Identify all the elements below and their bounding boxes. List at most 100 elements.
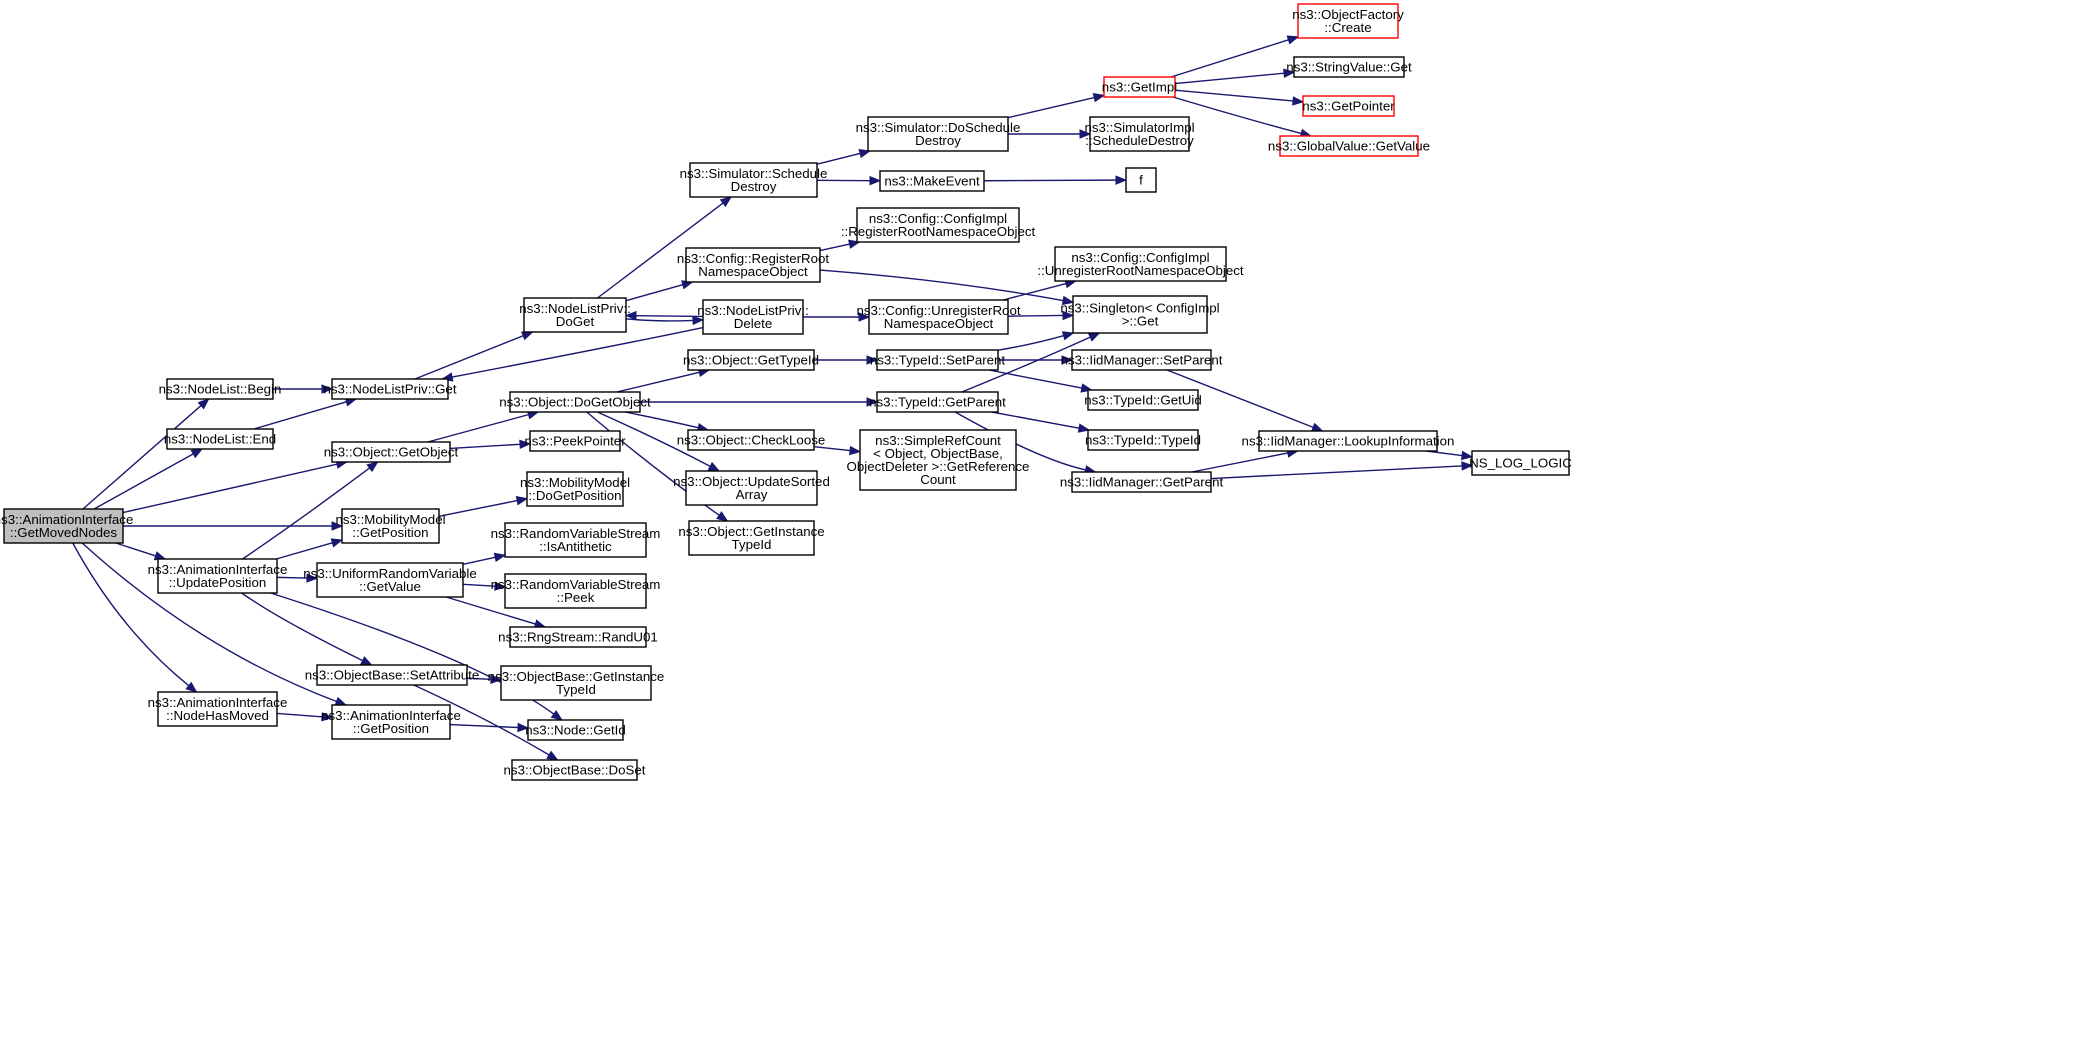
node-rvspeek[interactable]: ns3::RandomVariableStream::Peek: [491, 573, 661, 609]
node-box[interactable]: [500, 665, 652, 701]
node-box[interactable]: [316, 664, 468, 686]
node-box[interactable]: [331, 704, 451, 740]
node-box[interactable]: [876, 391, 999, 413]
node-box[interactable]: [867, 116, 1009, 152]
node-cfgunreg[interactable]: ns3::Config::UnregisterRootNamespaceObje…: [856, 299, 1021, 335]
node-iidsetp[interactable]: ns3::IidManager::SetParent: [1061, 349, 1223, 371]
node-tidgetuid[interactable]: ns3::TypeId::GetUid: [1084, 389, 1202, 411]
node-box[interactable]: [1071, 349, 1212, 371]
node-box[interactable]: [876, 349, 999, 371]
node-box[interactable]: [1054, 246, 1227, 282]
node-nlpget[interactable]: ns3::NodeListPriv::Get: [323, 378, 457, 400]
node-box[interactable]: [1302, 95, 1395, 117]
node-box[interactable]: [157, 691, 278, 727]
node-box[interactable]: [529, 430, 621, 452]
node-box[interactable]: [1087, 389, 1199, 411]
node-box[interactable]: [504, 522, 647, 558]
node-box[interactable]: [316, 562, 464, 598]
node-box[interactable]: [3, 508, 124, 544]
node-box[interactable]: [689, 162, 818, 198]
node-box[interactable]: [509, 626, 647, 648]
node-objfac[interactable]: ns3::ObjectFactory::Create: [1292, 3, 1404, 39]
node-box[interactable]: [1125, 167, 1157, 193]
node-mmdoget[interactable]: ns3::MobilityModel::DoGetPosition: [520, 471, 630, 507]
node-strget[interactable]: ns3::StringValue::Get: [1286, 56, 1412, 78]
node-singleton[interactable]: ns3::Singleton< ConfigImpl>::Get: [1060, 295, 1220, 334]
node-box[interactable]: [879, 170, 985, 192]
node-box[interactable]: [868, 299, 1009, 335]
node-aihas[interactable]: ns3::AnimationInterface::NodeHasMoved: [148, 691, 288, 727]
node-objcheck[interactable]: ns3::Object::CheckLoose: [677, 429, 826, 451]
node-tidtid[interactable]: ns3::TypeId::TypeId: [1085, 429, 1201, 451]
node-box[interactable]: [527, 719, 624, 741]
node-aigetpos[interactable]: ns3::AnimationInterface::GetPosition: [321, 704, 461, 740]
node-obdoset[interactable]: ns3::ObjectBase::DoSet: [504, 759, 646, 781]
node-box[interactable]: [687, 429, 815, 451]
node-box[interactable]: [523, 297, 627, 333]
node-tidsetp[interactable]: ns3::TypeId::SetParent: [870, 349, 1006, 371]
node-box[interactable]: [166, 378, 274, 400]
node-gvget[interactable]: ns3::GlobalValue::GetValue: [1268, 135, 1430, 157]
node-objdoget[interactable]: ns3::Object::DoGetObject: [499, 391, 651, 413]
node-objget[interactable]: ns3::Object::GetObject: [324, 441, 459, 463]
node-box[interactable]: [688, 520, 815, 556]
node-box[interactable]: [1293, 56, 1405, 78]
node-box[interactable]: [1258, 430, 1438, 452]
node-box[interactable]: [1071, 471, 1212, 493]
node-box[interactable]: [157, 558, 278, 594]
node-cfgimplunreg[interactable]: ns3::Config::ConfigImpl::UnregisterRootN…: [1037, 246, 1244, 282]
node-box[interactable]: [1297, 3, 1399, 39]
node-nslog[interactable]: NS_LOG_LOGIC: [1469, 450, 1572, 476]
node-mmgetpos[interactable]: ns3::MobilityModel::GetPosition: [335, 508, 446, 544]
node-nlbegin[interactable]: ns3::NodeList::Begin: [159, 378, 282, 400]
node-box[interactable]: [509, 391, 641, 413]
node-iidlookup[interactable]: ns3::IidManager::LookupInformation: [1242, 430, 1455, 452]
node-getimpl[interactable]: ns3::GetImpl: [1102, 76, 1177, 98]
node-objgettid[interactable]: ns3::Object::GetTypeId: [683, 349, 819, 371]
node-box[interactable]: [331, 441, 451, 463]
node-nlend[interactable]: ns3::NodeList::End: [164, 428, 276, 450]
node-box[interactable]: [1471, 450, 1570, 476]
node-iidgetp[interactable]: ns3::IidManager::GetParent: [1060, 471, 1224, 493]
node-box[interactable]: [856, 207, 1020, 243]
node-getptr[interactable]: ns3::GetPointer: [1302, 95, 1395, 117]
node-box[interactable]: [687, 349, 815, 371]
node-simimplsd[interactable]: ns3::SimulatorImpl::ScheduleDestroy: [1084, 116, 1195, 152]
node-aiupd[interactable]: ns3::AnimationInterface::UpdatePosition: [148, 558, 288, 594]
node-cfgimplreg[interactable]: ns3::Config::ConfigImpl::RegisterRootNam…: [841, 207, 1036, 243]
node-makeevent[interactable]: ns3::MakeEvent: [879, 170, 985, 192]
node-box[interactable]: [1087, 429, 1199, 451]
node-cfgreg[interactable]: ns3::Config::RegisterRootNamespaceObject: [677, 247, 830, 283]
node-rngu01[interactable]: ns3::RngStream::RandU01: [498, 626, 658, 648]
node-box[interactable]: [1103, 76, 1176, 98]
node-tidgetp[interactable]: ns3::TypeId::GetParent: [869, 391, 1006, 413]
node-root[interactable]: ns3::AnimationInterface::GetMovedNodes: [0, 508, 133, 544]
node-box[interactable]: [341, 508, 440, 544]
node-box[interactable]: [526, 471, 624, 507]
node-box[interactable]: [702, 299, 804, 335]
node-box[interactable]: [859, 429, 1017, 491]
node-simsched[interactable]: ns3::Simulator::ScheduleDestroy: [680, 162, 828, 198]
node-box[interactable]: [1072, 295, 1208, 334]
node-nlpdel[interactable]: ns3::NodeListPriv::Delete: [697, 299, 809, 335]
node-nlpdoget[interactable]: ns3::NodeListPriv::DoGet: [519, 297, 631, 333]
node-srcgetref[interactable]: ns3::SimpleRefCount< Object, ObjectBase,…: [847, 429, 1030, 491]
node-f[interactable]: f: [1125, 167, 1157, 193]
node-box[interactable]: [511, 759, 638, 781]
node-peekptr[interactable]: ns3::PeekPointer: [524, 430, 626, 452]
node-rvsanti[interactable]: ns3::RandomVariableStream::IsAntithetic: [491, 522, 661, 558]
node-box[interactable]: [1089, 116, 1190, 152]
node-box[interactable]: [331, 378, 449, 400]
node-obsetattr[interactable]: ns3::ObjectBase::SetAttribute: [305, 664, 479, 686]
node-box[interactable]: [1279, 135, 1419, 157]
node-box[interactable]: [685, 247, 821, 283]
node-box[interactable]: [685, 470, 818, 506]
node-urvget[interactable]: ns3::UniformRandomVariable::GetValue: [303, 562, 477, 598]
node-box[interactable]: [166, 428, 274, 450]
node-nodegetid[interactable]: ns3::Node::GetId: [525, 719, 626, 741]
node-box[interactable]: [504, 573, 647, 609]
